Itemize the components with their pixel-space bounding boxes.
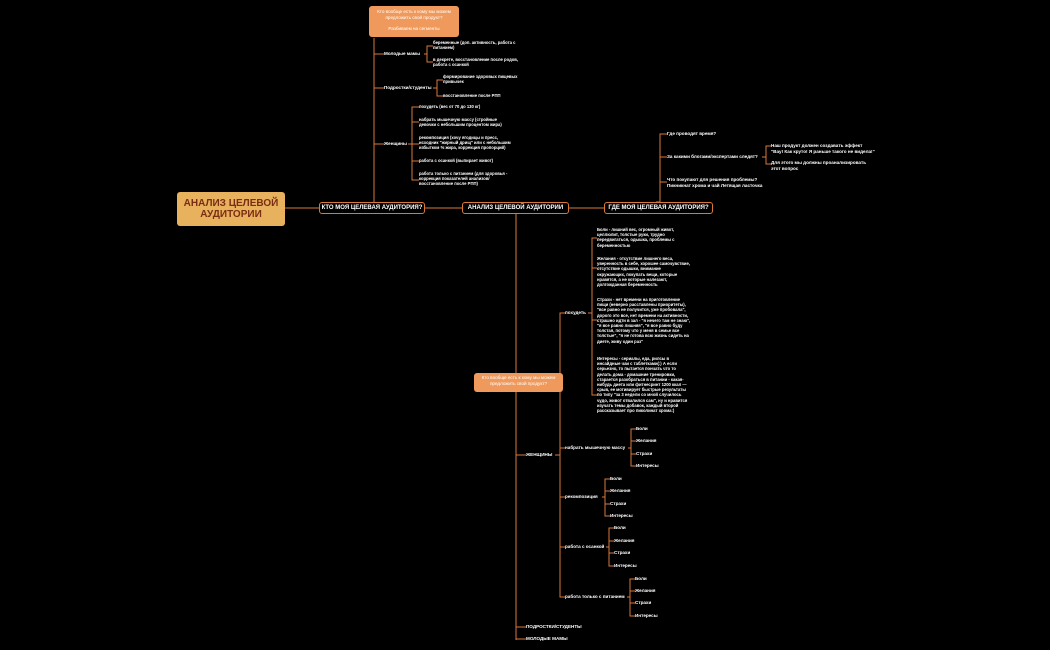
analysis-women[interactable]: ЖЕНЩИНЫ (526, 452, 553, 457)
lose-pains[interactable]: Боли - лишний вес, огромный живот, целлю… (597, 227, 675, 248)
analysis-posture[interactable]: работа с осанкой (565, 544, 605, 549)
women-gain-muscle[interactable]: набрать мышечную массу (стройные девочки… (419, 117, 502, 128)
where-spend-time[interactable]: Где проводят время? (667, 131, 717, 136)
lose-interests[interactable]: Интересы - сериалы, еда, рилсы в инсайдн… (597, 356, 688, 414)
where-buy[interactable]: Что покупают для решения проблемы? Пикни… (667, 177, 763, 188)
nutrition-fears[interactable]: Страхи (635, 600, 652, 605)
analysis-young-moms[interactable]: МОЛОДЫЕ МАМЫ (526, 636, 568, 641)
recomp-pains[interactable]: Боли (610, 476, 622, 481)
recomp-desires[interactable]: Желания (610, 488, 631, 493)
analysis-nutrition-only[interactable]: работа только с питанием (565, 594, 625, 599)
gain-pains[interactable]: Боли (636, 426, 648, 431)
analysis-teens[interactable]: ПОДРОСТКИ/СТУДЕНТЫ (526, 624, 582, 629)
who-young-moms[interactable]: Молодые мамы (384, 51, 421, 56)
note-segments-repeat: Кто вообще есть к кому мы можем предложи… (474, 373, 563, 392)
lose-desires[interactable]: Желания - отсутствие лишнего веса, увере… (597, 256, 690, 288)
women-lose-weight[interactable]: похудеть (вес от 70 до 130 кг) (419, 104, 481, 109)
posture-interests[interactable]: Интересы (614, 563, 637, 568)
note-segments: Кто вообще есть к кому мы можем предложи… (369, 6, 459, 37)
where-wow-effect[interactable]: Наш продукт должен создавать эффект "Вау… (771, 143, 875, 154)
posture-fears[interactable]: Страхи (614, 550, 631, 555)
nutrition-pains[interactable]: Боли (635, 576, 647, 581)
who-women[interactable]: Женщины (384, 141, 407, 146)
who-rpp[interactable]: восстановление после РПП (443, 93, 501, 98)
nutrition-desires[interactable]: Желания (635, 588, 656, 593)
topic-who[interactable]: КТО МОЯ ЦЕЛЕВАЯ АУДИТОРИЯ? (319, 202, 425, 214)
where-analyze[interactable]: Для этого мы должны проанализировать это… (771, 160, 867, 171)
women-nutrition-only[interactable]: работа только с питанием (для здоровья -… (419, 171, 508, 187)
recomp-interests[interactable]: Интересы (610, 513, 633, 518)
analysis-gain-muscle[interactable]: набрать мышечную массу (565, 445, 626, 450)
where-blogs[interactable]: За какими блогами/экспертами следят? (667, 154, 758, 159)
who-maternity[interactable]: в декрете, восстановление после родов, р… (433, 57, 519, 68)
analysis-recomposition[interactable]: рекомпозиция (565, 494, 598, 499)
analysis-lose-weight[interactable]: похудеть (565, 310, 587, 315)
nutrition-interests[interactable]: Интересы (635, 613, 658, 618)
women-posture[interactable]: работа с осанкой (выпирает живот) (419, 158, 494, 163)
lose-fears[interactable]: Страхи - нет времени на приготовление пи… (597, 297, 691, 344)
posture-pains[interactable]: Боли (614, 525, 626, 530)
topic-analysis[interactable]: АНАЛИЗ ЦЕЛЕВОЙ АУДИТОРИИ (462, 202, 569, 214)
gain-interests[interactable]: Интересы (636, 463, 659, 468)
gain-desires[interactable]: Желания (636, 438, 657, 443)
gain-fears[interactable]: Страхи (636, 451, 653, 456)
root-topic[interactable]: АНАЛИЗ ЦЕЛЕВОЙ АУДИТОРИИ (177, 192, 285, 226)
who-teens[interactable]: Подростки/студенты (384, 85, 432, 90)
who-healthy-habits[interactable]: формирование здоровых пищевых привычек (443, 74, 518, 85)
recomp-fears[interactable]: Страхи (610, 501, 627, 506)
women-recomposition[interactable]: рекомпозиция (хочу ягодицы и пресс, исхо… (419, 135, 511, 151)
topic-where[interactable]: ГДЕ МОЯ ЦЕЛЕВАЯ АУДИТОРИЯ? (604, 202, 713, 214)
posture-desires[interactable]: Желания (614, 538, 635, 543)
who-pregnant[interactable]: беременные (доп. активность, работа с пи… (433, 40, 516, 51)
